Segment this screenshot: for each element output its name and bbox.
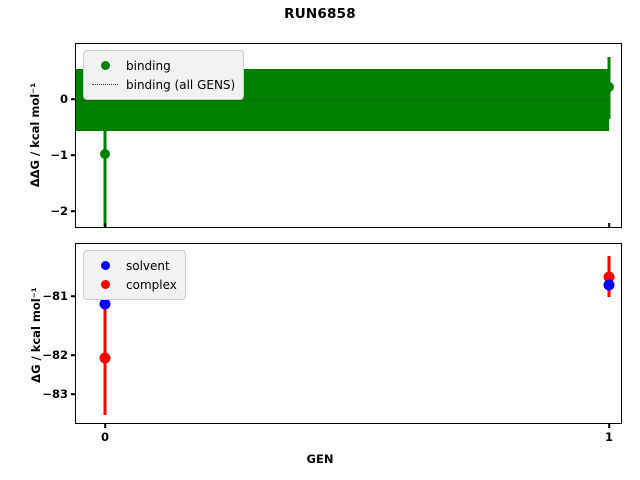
y-tick-label: −82 — [42, 348, 68, 362]
y-tick-mark — [71, 393, 75, 395]
x-tick-mark — [608, 223, 610, 227]
legend-item-complex[interactable]: complex — [90, 275, 177, 294]
solvent-data-point[interactable] — [99, 298, 111, 310]
solvent-marker-icon — [90, 261, 120, 270]
binding-marker-icon — [90, 61, 120, 70]
y-tick-mark — [71, 354, 75, 356]
figure-title: RUN6858 — [284, 6, 356, 22]
y-tick-mark — [71, 295, 75, 297]
complex-data-point[interactable] — [99, 352, 111, 364]
bottom-panel-legend[interactable]: solvent complex — [83, 250, 186, 300]
solvent-data-point[interactable] — [603, 279, 615, 291]
legend-item-binding-all-gens[interactable]: binding (all GENS) — [90, 75, 235, 94]
binding-data-point[interactable] — [100, 149, 110, 159]
x-tick-mark — [104, 223, 106, 227]
binding-all-gens-mean-line — [76, 100, 609, 101]
y-tick-label: −81 — [42, 289, 68, 303]
legend-item-binding[interactable]: binding — [90, 56, 235, 75]
y-tick-label: −83 — [42, 387, 68, 401]
complex-data-point[interactable] — [603, 271, 615, 283]
x-tick-label: 1 — [604, 430, 614, 444]
top-panel-legend[interactable]: binding binding (all GENS) — [83, 50, 245, 100]
y-tick-mark — [71, 210, 75, 212]
binding-error-bar — [103, 110, 107, 227]
bottom-panel-plot-area — [76, 244, 621, 423]
x-tick-mark — [104, 424, 106, 428]
complex-marker-icon — [90, 280, 120, 289]
y-tick-label: 0 — [59, 92, 68, 106]
top-panel-y-axis-title: ΔΔG / kcal mol⁻¹ — [28, 82, 42, 188]
top-panel-axes: binding binding (all GENS) — [75, 43, 622, 228]
legend-label: complex — [126, 277, 177, 292]
x-axis-title: GEN — [306, 452, 334, 466]
y-tick-mark — [71, 98, 75, 100]
binding-data-point[interactable] — [604, 82, 614, 92]
dotted-line-icon — [90, 84, 120, 85]
legend-label: binding (all GENS) — [126, 77, 236, 92]
bottom-panel-axes: solvent complex — [75, 243, 622, 424]
legend-label: solvent — [126, 258, 170, 273]
y-tick-label: −2 — [50, 204, 68, 218]
legend-label: binding — [126, 58, 171, 73]
x-tick-mark — [608, 424, 610, 428]
y-tick-label: −1 — [50, 148, 68, 162]
y-tick-mark — [71, 154, 75, 156]
x-tick-label: 0 — [100, 430, 110, 444]
legend-item-solvent[interactable]: solvent — [90, 256, 177, 275]
